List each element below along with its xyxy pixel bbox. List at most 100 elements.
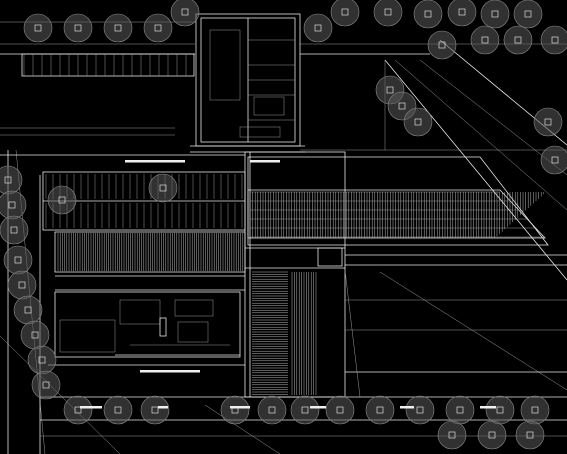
dash-marks bbox=[80, 160, 496, 409]
tree-canopy bbox=[437, 420, 467, 450]
tree-canopy bbox=[290, 395, 320, 425]
tree-trunk bbox=[8, 201, 16, 209]
tree-trunk bbox=[526, 431, 534, 439]
tree-trunk bbox=[181, 8, 189, 16]
tree-canopy bbox=[257, 395, 287, 425]
dash-mark bbox=[158, 406, 168, 409]
tree-trunk bbox=[114, 24, 122, 32]
tree-canopy bbox=[0, 190, 27, 220]
tree-canopy bbox=[325, 395, 355, 425]
tree-canopy bbox=[7, 270, 37, 300]
tree-trunk bbox=[18, 281, 26, 289]
tree-trunk bbox=[448, 431, 456, 439]
tree-trunk bbox=[42, 381, 50, 389]
tree-trunk bbox=[416, 406, 424, 414]
tree-trunk bbox=[159, 184, 167, 192]
main-roof bbox=[247, 156, 549, 246]
parking-stalls-top bbox=[23, 54, 187, 76]
tree-canopy bbox=[480, 0, 510, 29]
tree-canopy bbox=[0, 215, 29, 245]
tree-canopy bbox=[485, 395, 515, 425]
tree-trunk bbox=[414, 118, 422, 126]
dash-mark bbox=[80, 406, 102, 409]
dash-mark bbox=[140, 370, 200, 373]
tree-trunk bbox=[74, 24, 82, 32]
tree-canopy bbox=[220, 395, 250, 425]
tree-canopy bbox=[63, 395, 93, 425]
tree-canopy bbox=[47, 185, 77, 215]
tree-canopy bbox=[540, 25, 567, 55]
central-tower bbox=[244, 151, 346, 398]
tree-canopy bbox=[143, 13, 173, 43]
dash-mark bbox=[310, 406, 326, 409]
tree-trunk bbox=[496, 406, 504, 414]
tree-canopy bbox=[540, 145, 567, 175]
top-road-lines bbox=[0, 21, 567, 77]
tree-canopy bbox=[3, 245, 33, 275]
dash-mark bbox=[230, 406, 250, 409]
tree-canopy bbox=[27, 345, 57, 375]
tree-canopy bbox=[20, 320, 50, 350]
left-parking-lot bbox=[42, 171, 246, 231]
tree-trunk bbox=[491, 10, 499, 18]
tree-canopy bbox=[330, 0, 360, 27]
tree-trunk bbox=[488, 431, 496, 439]
tree-trunk bbox=[458, 8, 466, 16]
left-canopy bbox=[54, 231, 246, 291]
tree-trunk bbox=[154, 24, 162, 32]
tree-trunk bbox=[24, 306, 32, 314]
tree-canopy bbox=[513, 0, 543, 29]
tree-trunk bbox=[384, 8, 392, 16]
tree-canopy bbox=[31, 370, 61, 400]
north-building bbox=[190, 13, 305, 153]
lower-left-building bbox=[48, 291, 245, 366]
tree-trunk bbox=[114, 406, 122, 414]
tree-trunk bbox=[544, 118, 552, 126]
tree-canopy bbox=[503, 25, 533, 55]
tree-trunk bbox=[31, 331, 39, 339]
tree-trunk bbox=[14, 256, 22, 264]
dash-mark bbox=[400, 406, 414, 409]
tree-trunk bbox=[34, 24, 42, 32]
tree-trunk bbox=[10, 226, 18, 234]
tree-canopy bbox=[103, 13, 133, 43]
tree-trunk bbox=[456, 406, 464, 414]
tree-canopy bbox=[13, 295, 43, 325]
tree-canopy bbox=[427, 30, 457, 60]
tree-trunk bbox=[58, 196, 66, 204]
tree-canopy bbox=[170, 0, 200, 27]
tree-trunk bbox=[336, 406, 344, 414]
tree-trunk bbox=[74, 406, 82, 414]
tree-canopy bbox=[413, 0, 443, 29]
tree-canopy bbox=[365, 395, 395, 425]
tree-canopy bbox=[533, 107, 563, 137]
tree-canopy bbox=[63, 13, 93, 43]
tree-canopy bbox=[140, 395, 170, 425]
tree-trunk bbox=[481, 36, 489, 44]
tree-trunk bbox=[424, 10, 432, 18]
tree-canopy bbox=[103, 395, 133, 425]
tree-canopy bbox=[405, 395, 435, 425]
tree-trunk bbox=[4, 176, 12, 184]
tree-canopy bbox=[447, 0, 477, 27]
tree-canopy bbox=[373, 0, 403, 27]
tree-canopy bbox=[23, 13, 53, 43]
tree-canopy bbox=[470, 25, 500, 55]
tree-trunk bbox=[514, 36, 522, 44]
tree-canopy bbox=[445, 395, 475, 425]
tree-trunk bbox=[551, 36, 559, 44]
tree-canopy bbox=[520, 395, 550, 425]
dash-mark bbox=[480, 406, 496, 409]
tree-trunk bbox=[551, 156, 559, 164]
dash-mark bbox=[125, 160, 185, 163]
tree-trunk bbox=[386, 86, 394, 94]
tree-trunk bbox=[398, 102, 406, 110]
tree-canopy bbox=[148, 173, 178, 203]
tree-trunk bbox=[268, 406, 276, 414]
tree-trunk bbox=[151, 406, 159, 414]
tree-trunk bbox=[376, 406, 384, 414]
tree-canopy bbox=[515, 420, 545, 450]
